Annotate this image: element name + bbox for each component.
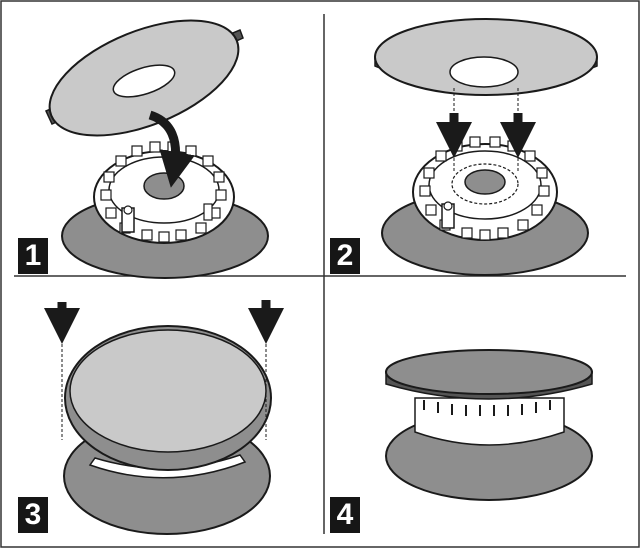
flame-spreader-4 bbox=[414, 397, 565, 446]
panel-1 bbox=[44, 19, 269, 279]
flame-spreader-2 bbox=[412, 136, 558, 241]
burner-cap-3 bbox=[64, 325, 272, 471]
burner-cap-4 bbox=[385, 349, 593, 400]
burner-cap-2 bbox=[374, 18, 598, 96]
flame-spreader-1 bbox=[93, 141, 235, 244]
burner-cap-1 bbox=[44, 19, 244, 137]
panel-3 bbox=[44, 300, 284, 535]
insert-arrow-1 bbox=[148, 110, 195, 188]
panel-2 bbox=[374, 18, 598, 276]
panel-4 bbox=[385, 349, 593, 501]
step-number-2: 2 bbox=[330, 238, 360, 274]
step-number-4: 4 bbox=[330, 497, 360, 533]
step-number-3: 3 bbox=[18, 497, 48, 533]
step-number-1: 1 bbox=[18, 238, 48, 274]
